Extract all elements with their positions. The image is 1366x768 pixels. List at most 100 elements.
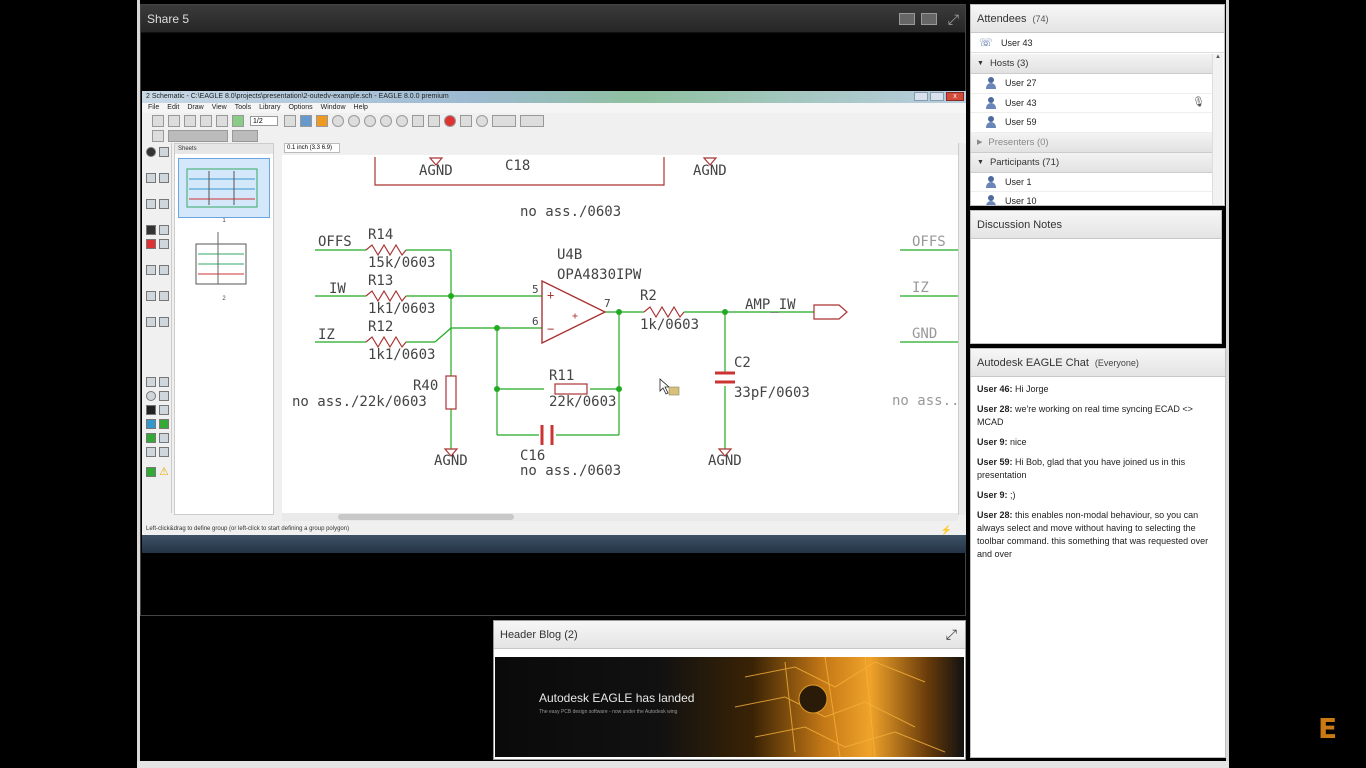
drc-icon[interactable] — [492, 115, 516, 127]
attendees-count: (74) — [1032, 13, 1049, 24]
schematic-canvas[interactable]: AGND AGND C18 no ass./0603 — [282, 155, 964, 513]
zoom-prev-icon[interactable] — [380, 115, 392, 127]
participant-row[interactable]: User 1 — [971, 173, 1213, 192]
erc-icon[interactable] — [520, 115, 544, 127]
delete-icon[interactable] — [146, 225, 156, 235]
r14-label: R14 — [368, 227, 393, 243]
circle-icon[interactable] — [146, 391, 156, 401]
participants-section[interactable]: ▼ Participants (71) — [971, 152, 1213, 173]
menu-view[interactable]: View — [211, 104, 227, 111]
zoom-fit-icon[interactable] — [316, 115, 328, 127]
replace-icon[interactable] — [159, 239, 169, 249]
arc-icon[interactable] — [159, 391, 169, 401]
text-icon[interactable] — [159, 377, 169, 387]
open-icon[interactable] — [168, 115, 180, 127]
mirror-icon[interactable] — [159, 199, 169, 209]
invoke-icon[interactable] — [146, 317, 156, 327]
net-icon[interactable] — [159, 419, 169, 429]
split-icon[interactable] — [146, 291, 156, 301]
warning-icon[interactable]: ⚠ — [159, 466, 169, 478]
hosts-section[interactable]: ▼ Hosts (3) — [971, 54, 1213, 74]
help-icon[interactable] — [476, 115, 488, 127]
minimize-button[interactable] — [914, 92, 928, 101]
print-icon[interactable] — [200, 115, 212, 127]
discussion-notes-body[interactable] — [971, 239, 1221, 343]
menu-draw[interactable]: Draw — [187, 104, 204, 111]
layer-icon[interactable] — [168, 130, 228, 142]
share-title: Share 5 — [147, 11, 190, 26]
rotate-icon[interactable] — [146, 199, 156, 209]
participant-row[interactable]: User 10 — [971, 192, 1213, 205]
layout-icon[interactable] — [899, 13, 915, 25]
maximize-button[interactable] — [930, 92, 944, 101]
presenters-section[interactable]: ▶ Presenters (0) — [971, 132, 1213, 153]
close-button[interactable]: x — [946, 92, 964, 101]
miter-icon[interactable] — [159, 291, 169, 301]
expand-icon[interactable]: ⤢ — [945, 626, 957, 642]
erc-run-icon[interactable] — [146, 467, 156, 477]
u4b-value: OPA4830IPW — [557, 267, 642, 283]
menu-library[interactable]: Library — [259, 104, 281, 111]
attribute-icon[interactable] — [146, 447, 156, 457]
rect-icon[interactable] — [146, 405, 156, 415]
menu-window[interactable]: Window — [320, 104, 346, 111]
canvas-vscrollbar[interactable] — [958, 143, 966, 515]
layer-alt-icon[interactable] — [232, 130, 258, 142]
layout-alt-icon[interactable] — [921, 13, 937, 25]
canvas-hscrollbar[interactable] — [282, 513, 958, 521]
dimension-icon[interactable] — [159, 447, 169, 457]
copy-icon[interactable] — [159, 173, 169, 183]
smash-icon[interactable] — [159, 317, 169, 327]
zoom-out-icon[interactable] — [348, 115, 360, 127]
new-icon[interactable] — [152, 115, 164, 127]
scroll-up-arrow-icon[interactable]: ▲ — [1215, 54, 1221, 60]
chat-message: User 59: Hi Bob, glad that you have join… — [977, 456, 1219, 482]
label-icon[interactable] — [159, 433, 169, 443]
add-icon[interactable] — [146, 239, 156, 249]
hscroll-thumb[interactable] — [338, 514, 514, 520]
participant-name: User 10 — [1005, 196, 1037, 205]
sheet-thumb-2[interactable] — [178, 226, 270, 296]
go-icon[interactable] — [460, 115, 472, 127]
move-icon[interactable] — [146, 173, 156, 183]
sheets-header: Sheets — [175, 144, 273, 154]
redraw-icon[interactable] — [396, 115, 408, 127]
cam-icon[interactable] — [216, 115, 228, 127]
zoom-select-icon[interactable] — [364, 115, 376, 127]
menu-help[interactable]: Help — [353, 104, 368, 111]
sheet-select[interactable]: 1/2 — [250, 116, 278, 126]
menu-edit[interactable]: Edit — [167, 104, 180, 111]
junction-icon[interactable] — [146, 433, 156, 443]
grid-icon[interactable] — [152, 130, 164, 142]
blog-banner[interactable]: Autodesk EAGLE has landed The easy PCB d… — [495, 657, 964, 757]
info-icon[interactable] — [146, 147, 156, 157]
bus-icon[interactable] — [146, 419, 156, 429]
menu-tools[interactable]: Tools — [234, 104, 252, 111]
current-user-row[interactable]: ☏ User 43 — [971, 33, 1224, 53]
host-row[interactable]: User 59 — [971, 113, 1213, 133]
polygon-icon[interactable] — [159, 405, 169, 415]
chat-text: this enables non-modal behaviour, so you… — [977, 510, 1209, 559]
board-icon[interactable] — [232, 115, 244, 127]
menu-options[interactable]: Options — [288, 104, 313, 111]
host-row[interactable]: User 43🎙 — [971, 94, 1213, 113]
host-row[interactable]: User 27 — [971, 74, 1213, 94]
undo-icon[interactable] — [412, 115, 424, 127]
fullscreen-icon[interactable]: ⤢ — [947, 11, 959, 27]
wire-icon[interactable] — [146, 377, 156, 387]
redo-icon[interactable] — [428, 115, 440, 127]
attendee-scrollbar[interactable]: ▲ — [1212, 54, 1223, 205]
attendee-list[interactable]: ▼ Hosts (3) User 27 User 43🎙 User 59 ▶ P… — [971, 54, 1213, 205]
sheet-thumb-1[interactable] — [178, 158, 270, 218]
gateswap-icon[interactable] — [159, 265, 169, 275]
show-icon[interactable] — [159, 147, 169, 157]
pinswap-icon[interactable] — [146, 265, 156, 275]
ulp-icon[interactable] — [300, 115, 312, 127]
save-icon[interactable] — [184, 115, 196, 127]
wrench-icon[interactable] — [159, 225, 169, 235]
zoom-in-icon[interactable] — [332, 115, 344, 127]
menu-file[interactable]: File — [148, 104, 160, 111]
script-icon[interactable] — [284, 115, 296, 127]
stop-icon[interactable] — [444, 115, 456, 127]
amp-iw-port — [813, 304, 848, 320]
